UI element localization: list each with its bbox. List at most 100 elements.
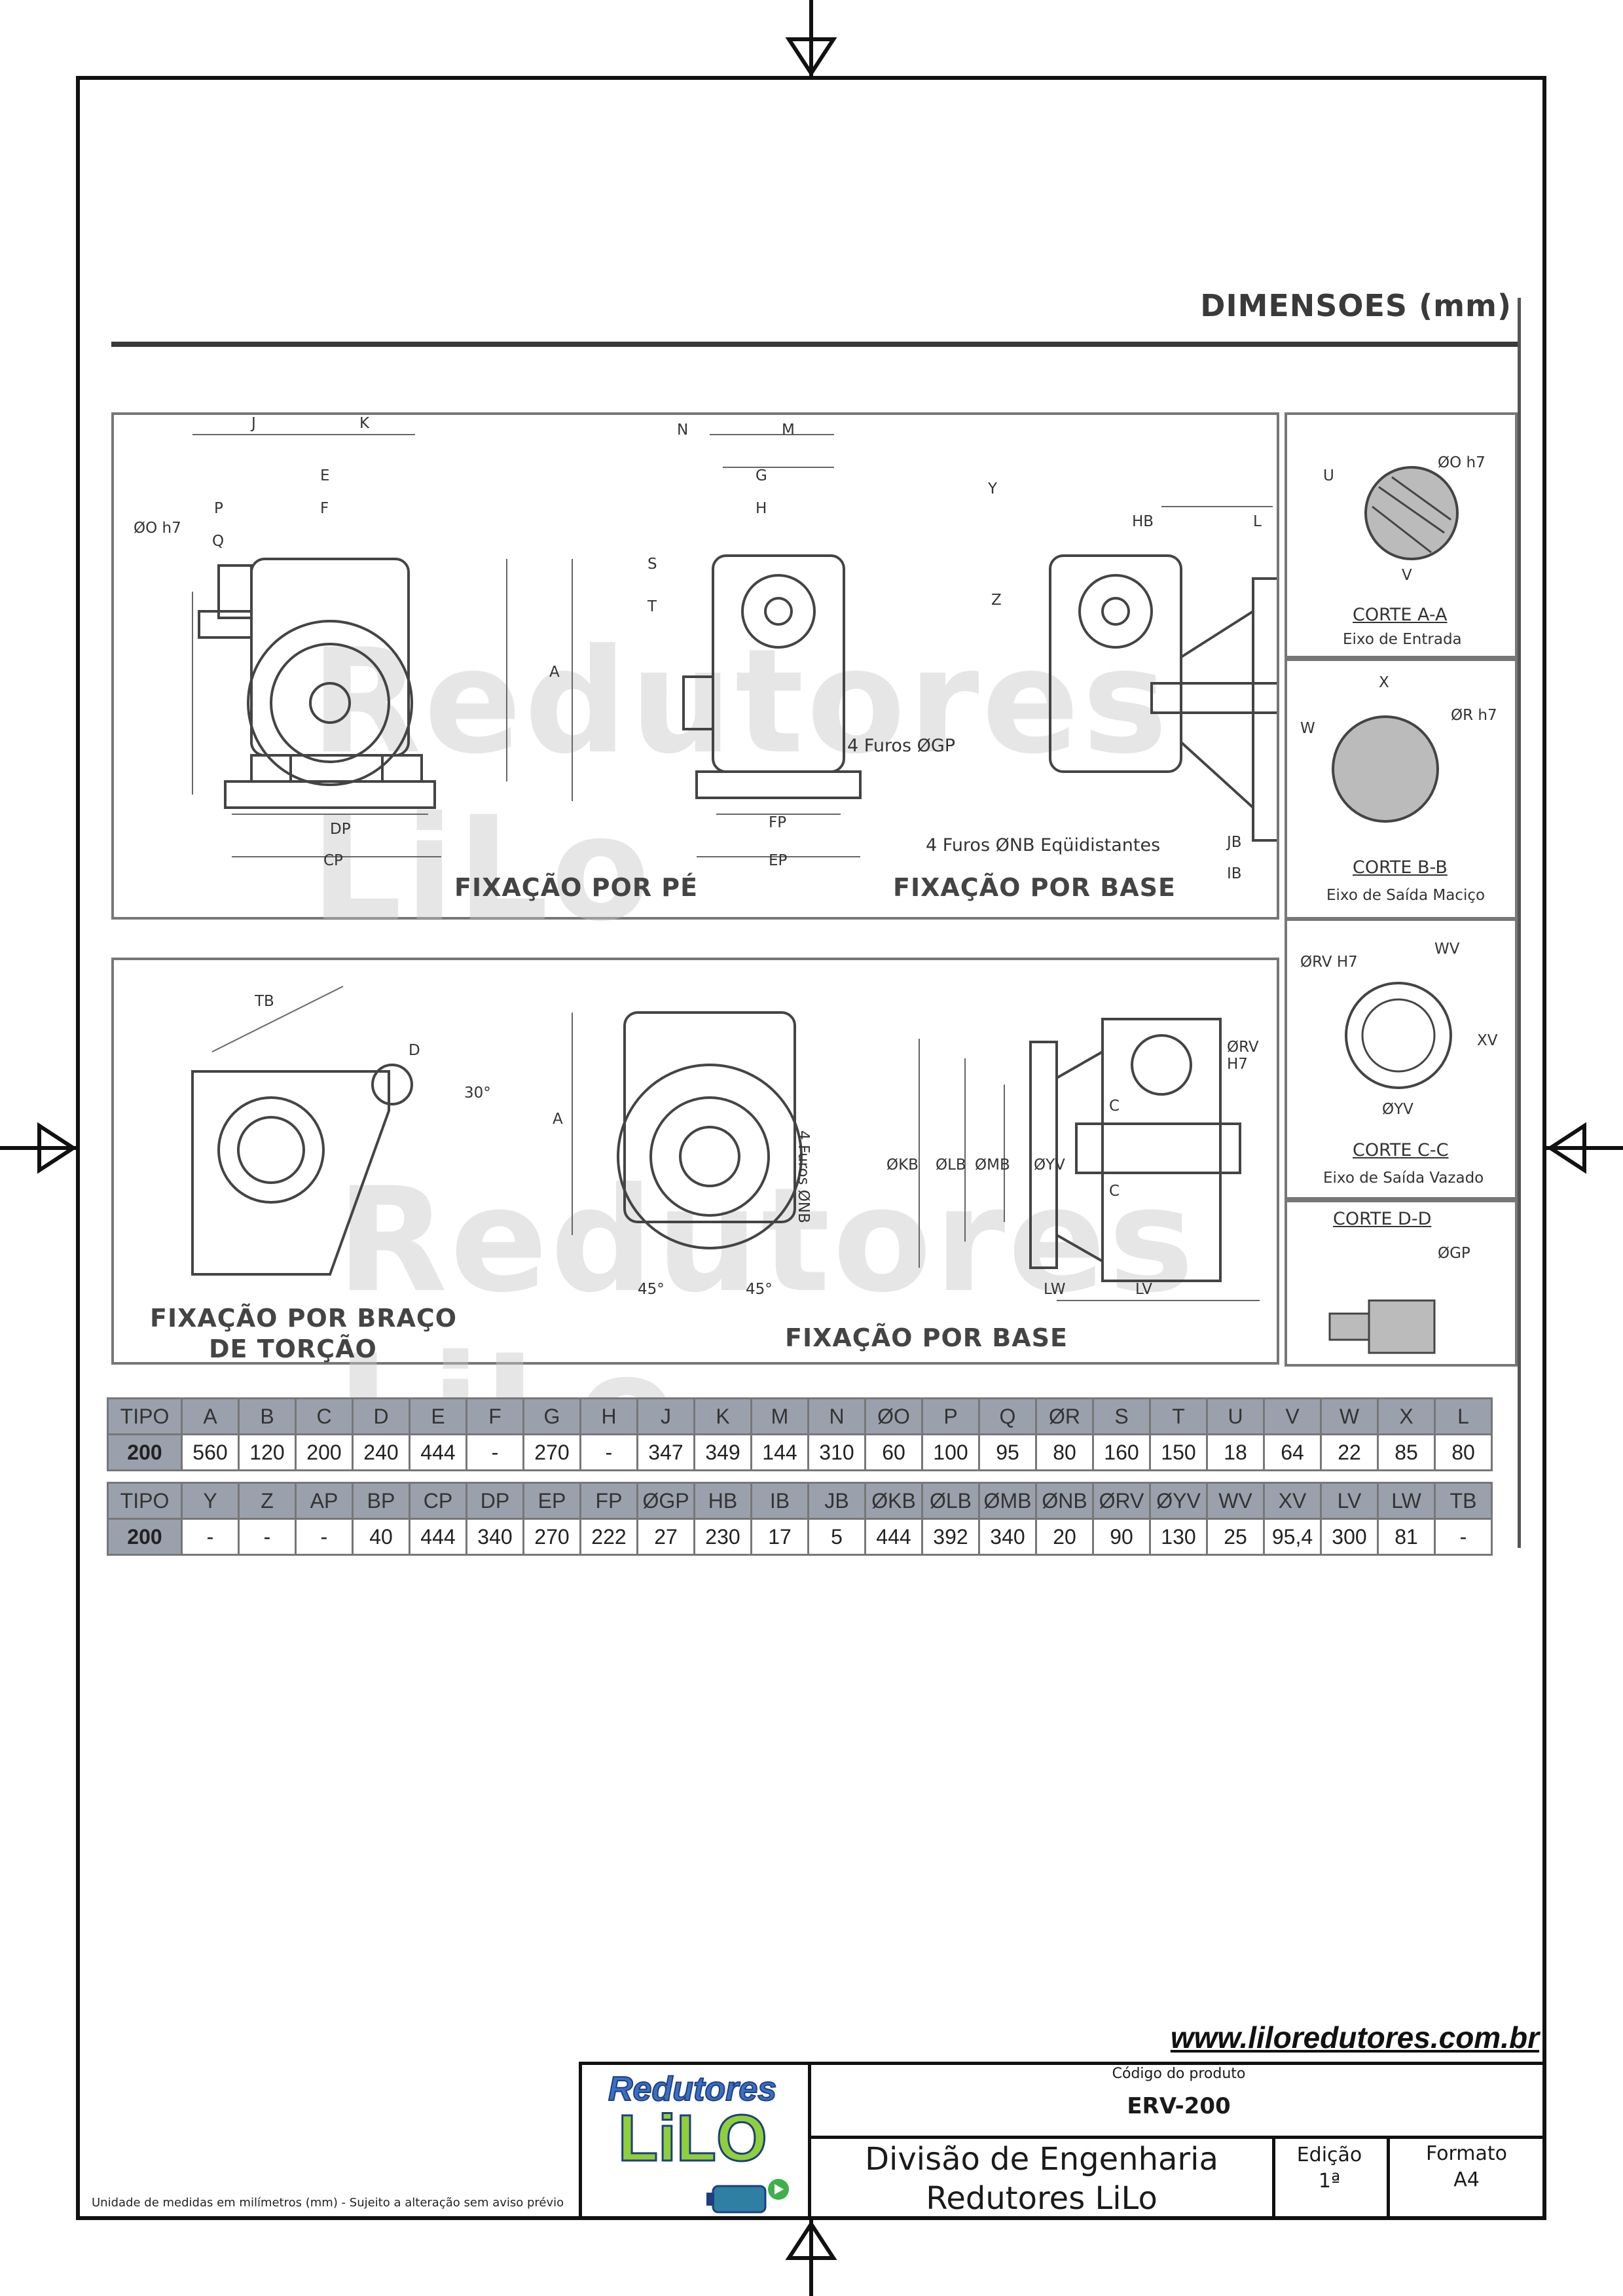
section-label: XV xyxy=(1477,1032,1498,1049)
table-cell: - xyxy=(579,1433,638,1471)
table-cell: LW xyxy=(1377,1482,1436,1520)
title-block xyxy=(579,2062,1546,2220)
table-cell: ØO xyxy=(864,1397,923,1435)
table-cell: 300 xyxy=(1320,1518,1379,1556)
dim-label: DP xyxy=(330,821,351,838)
table-cell: 64 xyxy=(1263,1433,1322,1471)
table-row-header-2: TIPO Y Z AP BP CP DP EP FP ØGP HB IB JB … xyxy=(107,1482,1493,1520)
drawing-arm-base xyxy=(191,986,1260,1301)
dim-label: A xyxy=(549,664,560,681)
dim-label: EP xyxy=(769,852,788,869)
table-cell: ØMB xyxy=(978,1482,1037,1520)
section-label: ØO h7 xyxy=(1438,454,1486,471)
section-label: U xyxy=(1323,467,1334,484)
table-cell: W xyxy=(1320,1397,1379,1435)
table-cell: D xyxy=(352,1397,410,1435)
section-label: W xyxy=(1300,720,1315,737)
dim-label: ØYV xyxy=(1034,1157,1065,1174)
table-cell: T xyxy=(1149,1397,1208,1435)
motor-icon xyxy=(706,2179,789,2214)
table-cell: 80 xyxy=(1035,1433,1094,1471)
table-cell: 240 xyxy=(352,1433,410,1471)
logo-top-text: Redutores xyxy=(608,2070,777,2109)
table-cell: 5 xyxy=(807,1518,866,1556)
table-cell: WV xyxy=(1206,1482,1265,1520)
dim-label: ØKB xyxy=(886,1157,919,1174)
table-cell: 17 xyxy=(750,1518,809,1556)
dim-label: F xyxy=(320,500,329,517)
table-cell: G xyxy=(522,1397,581,1435)
section-bb-sub: Eixo de Saída Maciço xyxy=(1326,887,1486,904)
table-cell: ØYV xyxy=(1149,1482,1208,1520)
table-cell: P xyxy=(921,1397,980,1435)
table-cell: C xyxy=(295,1397,354,1435)
table-cell: 100 xyxy=(921,1433,980,1471)
table-cell: - xyxy=(465,1433,524,1471)
dim-label: S xyxy=(647,556,657,573)
table-cell: 144 xyxy=(750,1433,809,1471)
table-cell: 95,4 xyxy=(1263,1518,1322,1556)
table-cell: 310 xyxy=(807,1433,866,1471)
table-cell: - xyxy=(238,1518,297,1556)
dim-label: K xyxy=(359,415,370,432)
table-cell: - xyxy=(1434,1518,1493,1556)
table-cell: 95 xyxy=(978,1433,1037,1471)
division-line-2: Redutores LiLo xyxy=(926,2180,1158,2217)
section-label: ØYV xyxy=(1382,1101,1413,1118)
table-cell: 444 xyxy=(409,1433,467,1471)
table-cell: 40 xyxy=(352,1518,410,1556)
table-cell: 18 xyxy=(1206,1433,1265,1471)
label-base-top: FIXAÇÃO POR BASE xyxy=(893,873,1176,902)
table-cell: Y xyxy=(181,1482,240,1520)
table-cell: ØNB xyxy=(1035,1482,1094,1520)
table-cell: AP xyxy=(295,1482,354,1520)
table-cell: ØLB xyxy=(921,1482,980,1520)
table-cell: 160 xyxy=(1092,1433,1151,1471)
table-cell: 222 xyxy=(579,1518,638,1556)
table-cell: 22 xyxy=(1320,1433,1379,1471)
table-cell: M xyxy=(750,1397,809,1435)
table-cell: 347 xyxy=(636,1433,695,1471)
dimensions-table: TIPO A B C D E F G H J K M N ØO P Q ØR S… xyxy=(107,1397,1493,1556)
dim-label: Z xyxy=(991,592,1002,609)
panel-arm-base: Redutores LiLo FIXAÇÃO POR BRAÇO DE TORÇ… xyxy=(111,958,1279,1492)
table-cell: TIPO xyxy=(107,1482,183,1520)
edition-value: 1ª xyxy=(1318,2170,1341,2193)
table-cell: JB xyxy=(807,1482,866,1520)
table-cell: ØR xyxy=(1035,1397,1094,1435)
table-cell: DP xyxy=(465,1482,524,1520)
table-cell: V xyxy=(1263,1397,1322,1435)
table-cell: 27 xyxy=(636,1518,695,1556)
dim-label: C xyxy=(1109,1183,1120,1200)
dim-label: HB xyxy=(1132,513,1154,530)
dim-label: LW xyxy=(1044,1281,1066,1298)
section-label: ØRV H7 xyxy=(1300,954,1358,971)
table-cell: N xyxy=(807,1397,866,1435)
table-cell: 60 xyxy=(864,1433,923,1471)
table-cell: 444 xyxy=(864,1518,923,1556)
section-dd-title: CORTE D-D xyxy=(1333,1209,1432,1229)
label-foot: FIXAÇÃO POR PÉ xyxy=(454,873,699,902)
dim-label: FP xyxy=(769,814,787,831)
dim-label: TB xyxy=(255,993,274,1010)
dim-label: L xyxy=(1253,513,1262,530)
table-cell: EP xyxy=(522,1482,581,1520)
format-value: A4 xyxy=(1453,2168,1480,2191)
table-cell: 230 xyxy=(693,1518,752,1556)
table-cell: F xyxy=(465,1397,524,1435)
dim-label: ØLB xyxy=(936,1157,966,1174)
section-cc-title: CORTE C-C xyxy=(1353,1140,1449,1160)
panel-corte-dd: CORTE D-D ØGP xyxy=(1285,1200,1518,1367)
dim-label: IB xyxy=(1227,865,1242,882)
dim-label: ØRV H7 xyxy=(1227,1039,1259,1073)
table-cell: 20 xyxy=(1035,1518,1094,1556)
website-link[interactable]: www.liloredutores.com.br xyxy=(1170,2020,1539,2054)
dim-label: 30° xyxy=(464,1085,491,1102)
dim-label: P xyxy=(214,500,223,517)
company-logo: Redutores LiLO xyxy=(579,2062,811,2220)
table-cell: Q xyxy=(978,1397,1037,1435)
table-cell: 81 xyxy=(1377,1518,1436,1556)
table-cell: K xyxy=(693,1397,752,1435)
watermark: Redutores LiLo xyxy=(337,1157,1197,1492)
